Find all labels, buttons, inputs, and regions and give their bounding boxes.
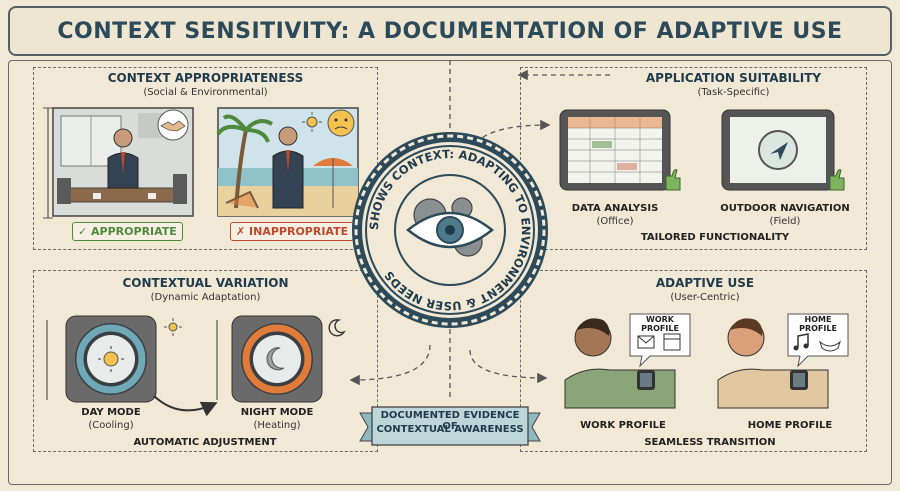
- evidence-banner: [359, 406, 541, 446]
- automatic-adjustment-caption: AUTOMATIC ADJUSTMENT: [133, 437, 277, 448]
- spreadsheet-tablet-illustration: [559, 109, 681, 191]
- panel-adaptive-use: [520, 270, 867, 452]
- panel-application-suitability: [520, 67, 867, 250]
- variation-subtitle: (Dynamic Adaptation): [150, 292, 261, 303]
- navigation-tablet-illustration: [721, 109, 845, 191]
- mode-switch-arrow: [153, 395, 218, 417]
- outdoor-navigation-sub: (Field): [769, 216, 801, 227]
- sun-icon: [302, 112, 322, 132]
- appropriate-badge: ✓ APPROPRIATE: [72, 222, 183, 241]
- suitability-title: APPLICATION SUITABILITY: [645, 71, 822, 85]
- envelope-icon: [637, 335, 655, 349]
- page-title: CONTEXT SENSITIVITY: A DOCUMENTATION OF …: [57, 18, 843, 44]
- banner-line-2: CONTEXTUAL AWARENESS: [376, 424, 524, 435]
- moon-icon: [328, 319, 346, 337]
- height-marker-left-2: [46, 320, 48, 400]
- seamless-transition-caption: SEAMLESS TRANSITION: [644, 437, 776, 448]
- appropriateness-title: CONTEXT APPROPRIATENESS: [107, 71, 304, 85]
- night-mode-sub: (Heating): [253, 420, 301, 431]
- night-mode-label: NIGHT MODE: [240, 407, 314, 418]
- height-marker-mid: [216, 320, 218, 400]
- work-profile-bubble: [629, 313, 691, 368]
- calendar-icon: [663, 333, 681, 351]
- day-mode-thermostat: [65, 315, 157, 403]
- bowl-icon: [818, 340, 842, 352]
- meeting-room-illustration: [52, 107, 194, 217]
- center-seal: SHOWS CONTEXT: ADAPTING TO ENVIRONMENT &…: [352, 132, 548, 328]
- adaptive-title: ADAPTIVE USE: [655, 276, 755, 290]
- check-icon: ✓: [78, 225, 92, 238]
- cross-icon: ✗: [236, 225, 250, 238]
- adaptive-subtitle: (User-Centric): [670, 292, 740, 303]
- home-profile-person: [717, 318, 829, 409]
- panel-context-appropriateness: [33, 67, 378, 250]
- night-mode-thermostat: [231, 315, 323, 403]
- banner-line-1: DOCUMENTED EVIDENCE OF: [380, 410, 520, 432]
- inappropriate-badge: ✗ INAPPROPRIATE: [230, 222, 355, 241]
- home-profile-label: HOME PROFILE: [747, 420, 833, 431]
- home-profile-bubble: [787, 313, 849, 368]
- title-bar: CONTEXT SENSITIVITY: A DOCUMENTATION OF …: [8, 6, 892, 56]
- day-sun-icon: [164, 318, 182, 336]
- panel-contextual-variation: [33, 270, 378, 452]
- height-marker-left: [43, 107, 53, 219]
- handshake-icon: [157, 109, 189, 141]
- work-profile-label: WORK PROFILE: [580, 420, 666, 431]
- data-analysis-label: DATA ANALYSIS: [571, 203, 659, 214]
- data-analysis-sub: (Office): [596, 216, 634, 227]
- suitability-subtitle: (Task-Specific): [697, 87, 770, 98]
- work-profile-person: [564, 318, 676, 409]
- appropriateness-subtitle: (Social & Environmental): [143, 87, 268, 98]
- music-note-icon: [797, 333, 809, 348]
- day-mode-sub: (Cooling): [88, 420, 134, 431]
- work-profile-bubble-label: WORK PROFILE: [641, 315, 679, 333]
- variation-title: CONTEXTUAL VARIATION: [122, 276, 289, 290]
- day-mode-label: DAY MODE: [81, 407, 141, 418]
- outdoor-navigation-label: OUTDOOR NAVIGATION: [720, 203, 850, 214]
- beach-illustration: [216, 107, 359, 217]
- home-profile-bubble-label: HOME PROFILE: [799, 315, 837, 333]
- worried-face-icon: [327, 109, 355, 137]
- tailored-functionality-caption: TAILORED FUNCTIONALITY: [640, 232, 790, 243]
